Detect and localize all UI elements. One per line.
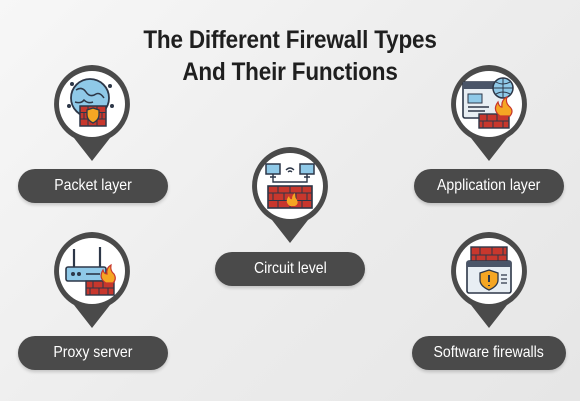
application-layer-label: Application layer (414, 169, 564, 203)
circuit-level-label: Circuit level (215, 252, 365, 286)
browser-globe-fire-firewall-icon (462, 77, 514, 129)
globe-firewall-shield-icon (67, 78, 114, 127)
title-line-1: The Different Firewall Types (143, 26, 437, 54)
application-layer-pin (447, 62, 531, 164)
router-firewall-fire-icon (65, 247, 116, 296)
packet-layer-pin (50, 62, 134, 164)
circuit-level-pin (248, 144, 332, 246)
packet-layer-label: Packet layer (18, 169, 168, 203)
title-line-2: And Their Functions (182, 58, 398, 86)
window-firewall-shield-icon (466, 246, 512, 294)
proxy-server-label: Proxy server (18, 336, 168, 370)
software-firewalls-label: Software firewalls (412, 336, 566, 370)
network-computers-firewall-icon (265, 163, 315, 209)
diagram-title: The Different Firewall Types And Their F… (29, 24, 551, 88)
software-firewalls-pin (447, 229, 531, 331)
proxy-server-pin (50, 229, 134, 331)
